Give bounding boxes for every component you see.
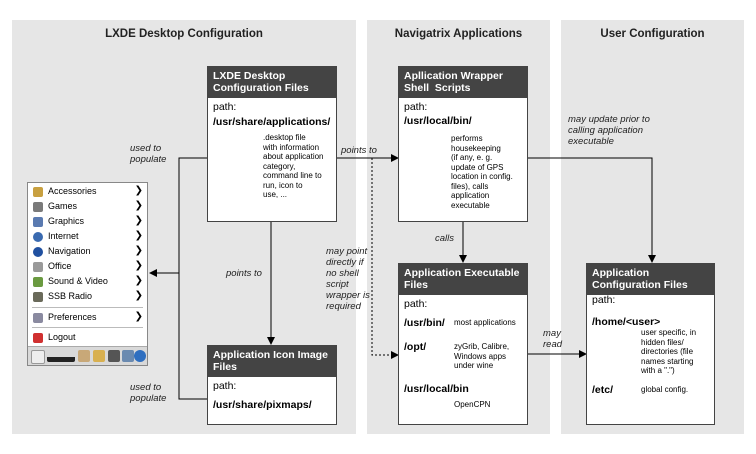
text-editor-icon[interactable] bbox=[122, 350, 134, 362]
may-point-label: may point directly if no shell script wr… bbox=[326, 246, 370, 312]
wrapper-scripts-header: Apllication Wrapper Shell Scripts bbox=[399, 67, 527, 98]
user-config-files-box: Application Configuration Files path: /h… bbox=[586, 263, 715, 425]
desktop-config-path: /usr/share/applications/ bbox=[213, 116, 331, 128]
arrow-desktop-to-menu bbox=[149, 157, 207, 277]
path-label: path: bbox=[404, 101, 428, 113]
points-to-down-label: points to bbox=[226, 268, 262, 279]
arrow-may-point bbox=[371, 158, 399, 359]
file-manager-icon[interactable] bbox=[93, 350, 105, 362]
wrapper-note: performs housekeeping (if any, e. g. upd… bbox=[451, 134, 513, 210]
wrapper-scripts-box: Apllication Wrapper Shell Scripts path: … bbox=[398, 66, 528, 222]
logout-icon bbox=[33, 333, 43, 343]
menu-item-preferences[interactable]: Preferences❯ bbox=[28, 311, 147, 325]
opt-path: /opt/ bbox=[404, 341, 427, 353]
lxde-panel-title: LXDE Desktop Configuration bbox=[105, 28, 263, 40]
menu-item-accessories[interactable]: Accessories❯ bbox=[28, 185, 147, 199]
executable-files-header: Application Executable Files bbox=[399, 264, 527, 295]
preferences-icon bbox=[33, 313, 43, 323]
etc-note: global config. bbox=[641, 385, 689, 394]
path-label: path: bbox=[213, 380, 237, 392]
hand-icon[interactable] bbox=[78, 350, 90, 362]
calls-label: calls bbox=[435, 233, 455, 244]
menu-item-graphics[interactable]: Graphics❯ bbox=[28, 215, 147, 229]
lxde-application-menu: Accessories❯ Games❯ Graphics❯ Internet❯ … bbox=[27, 182, 148, 366]
icon-image-files-header: Application Icon Image Files bbox=[208, 346, 336, 377]
menu-separator bbox=[32, 327, 143, 328]
menu-item-logout[interactable]: Logout bbox=[28, 331, 147, 345]
usr-local-bin-note: OpenCPN bbox=[454, 400, 491, 409]
menu-item-internet[interactable]: Internet❯ bbox=[28, 230, 147, 244]
ship-icon[interactable] bbox=[47, 350, 75, 362]
ssb-radio-icon bbox=[33, 292, 43, 302]
games-icon bbox=[33, 202, 43, 212]
usr-local-bin-path: /usr/local/bin bbox=[404, 383, 469, 395]
user-config-files-header: Application Configuration Files bbox=[587, 264, 714, 295]
arrow-icons-to-menu bbox=[178, 273, 207, 400]
desktop-config-files-box: LXDE Desktop Configuration Files path: /… bbox=[207, 66, 337, 222]
start-menu-icon[interactable] bbox=[31, 350, 45, 364]
path-label: path: bbox=[592, 294, 616, 306]
menu-item-games[interactable]: Games❯ bbox=[28, 200, 147, 214]
used-to-populate-top-label: used to populate bbox=[130, 143, 167, 165]
icon-image-path: /usr/share/pixmaps/ bbox=[213, 399, 312, 411]
arrow-may-update bbox=[528, 157, 656, 263]
desktop-config-files-header: LXDE Desktop Configuration Files bbox=[208, 67, 336, 98]
internet-icon bbox=[33, 232, 43, 242]
usr-bin-path: /usr/bin/ bbox=[404, 317, 445, 329]
user-panel-title: User Configuration bbox=[600, 28, 705, 40]
executable-files-box: Application Executable Files path: /usr/… bbox=[398, 263, 528, 425]
menu-item-office[interactable]: Office❯ bbox=[28, 260, 147, 274]
navigation-icon bbox=[33, 247, 43, 257]
used-to-populate-bottom-label: used to populate bbox=[130, 382, 167, 404]
points-to-right-label: points to bbox=[341, 145, 377, 156]
office-icon bbox=[33, 262, 43, 272]
path-label: path: bbox=[404, 298, 428, 310]
menu-separator bbox=[32, 307, 143, 308]
sound-video-icon bbox=[33, 277, 43, 287]
menu-item-sound-video[interactable]: Sound & Video❯ bbox=[28, 275, 147, 289]
terminal-icon[interactable] bbox=[108, 350, 120, 362]
icon-image-files-box: Application Icon Image Files path: /usr/… bbox=[207, 345, 337, 425]
graphics-icon bbox=[33, 217, 43, 227]
navigatrix-panel-title: Navigatrix Applications bbox=[394, 28, 523, 40]
wrapper-path: /usr/local/bin/ bbox=[404, 115, 472, 127]
may-update-label: may update prior to calling application … bbox=[568, 114, 650, 147]
taskbar bbox=[28, 346, 147, 365]
path-label: path: bbox=[213, 101, 237, 113]
globe-icon[interactable] bbox=[134, 350, 146, 362]
opt-note: zyGrib, Calibre, Windows apps under wine bbox=[454, 342, 510, 370]
accessories-icon bbox=[33, 187, 43, 197]
menu-item-ssb-radio[interactable]: SSB Radio❯ bbox=[28, 290, 147, 304]
usr-bin-note: most applications bbox=[454, 318, 516, 327]
home-user-path: /home/<user> bbox=[592, 316, 661, 328]
etc-path: /etc/ bbox=[592, 384, 614, 396]
menu-item-navigation[interactable]: Navigation❯ bbox=[28, 245, 147, 259]
desktop-config-note: .desktop file with information about app… bbox=[263, 133, 324, 199]
may-read-label: may read bbox=[543, 328, 563, 350]
home-user-note: user specific, in hidden files/ director… bbox=[641, 328, 697, 375]
